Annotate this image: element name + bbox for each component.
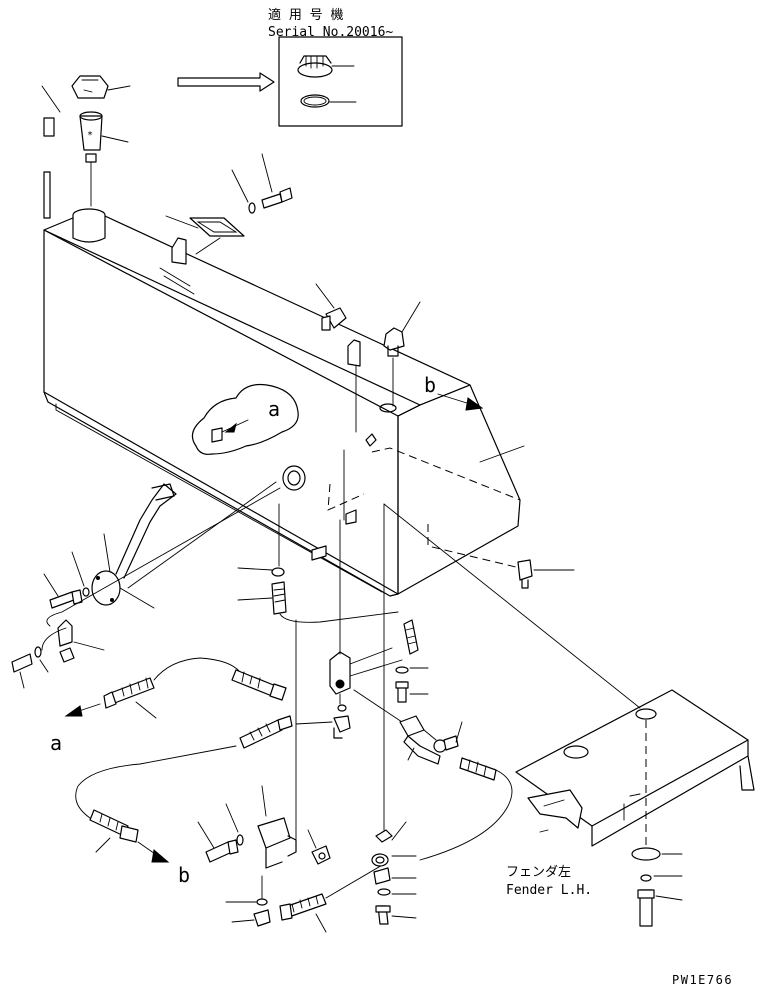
fuel-filter-icon [399,715,463,765]
callout-a-arrow-lower [64,703,101,717]
drawing-code: PW1E766 [672,973,733,987]
fender-washer-bolt-icon [631,847,683,927]
tank-leader [479,445,525,463]
fuel-gauge-icon [91,481,277,609]
gauge-bolt-icon [43,551,90,609]
bottom-washer-icon [225,875,268,906]
strainer-icon: * [79,111,129,207]
new-filler-cap-icon [297,55,355,78]
fuel-hose-right-icon [419,757,513,861]
drain-plug-icon [383,301,421,407]
bracket-bolt-icon [197,803,244,863]
replacement-arrow-icon [177,72,275,92]
fuel-hose-long-icon [403,619,419,655]
fender-en-label: Fender L.H. [506,883,592,898]
bolt-washer-icon [231,153,293,214]
fuel-hose-short-icon [237,581,399,623]
new-cap-gasket-icon [300,94,357,108]
elbow-fitting-icon [315,283,347,331]
callout-b-upper: b [424,373,436,397]
fuel-hose-upper-icon [231,669,287,701]
fuel-hose-middle-icon [239,715,293,749]
applicability-serial-label: Serial No.20016~ [268,25,393,40]
applicability-box [278,36,403,127]
fuel-hose-left-icon [103,657,241,719]
bottom-hose-icon [279,863,385,933]
fender-jp-label: フェンダ左 [506,865,571,880]
dipstick-icon [41,85,61,219]
callout-b-arrow-lower [137,841,170,863]
callout-a-upper: a [268,397,280,421]
washer-bolt-stack-icon [395,666,429,703]
bottom-elbow-icon [231,909,271,927]
tank-fitting-washer-icon [237,503,285,577]
svg-text:*: * [87,130,93,141]
fuel-valve-icon [329,519,403,723]
detail-a-cloud [191,383,299,455]
hose-bracket-icon [257,619,297,869]
fuel-tank-icon [43,208,521,597]
gasket-plate-icon [165,215,245,255]
hose-clip-icon [11,487,281,689]
fender-icon [515,689,755,847]
applicability-jp-label: 適 用 号 機 [268,7,343,23]
breather-icon [517,559,575,589]
filler-cap-icon [71,75,131,99]
elbow-lower-icon [295,704,351,739]
fuel-hose-lower-icon [75,745,237,853]
clamp-stack-icon [371,821,417,925]
callout-b-lower: b [178,863,190,887]
callout-a-lower: a [50,731,62,755]
callout-b-arrow-upper [437,393,484,411]
elbow-right-icon [307,829,331,865]
